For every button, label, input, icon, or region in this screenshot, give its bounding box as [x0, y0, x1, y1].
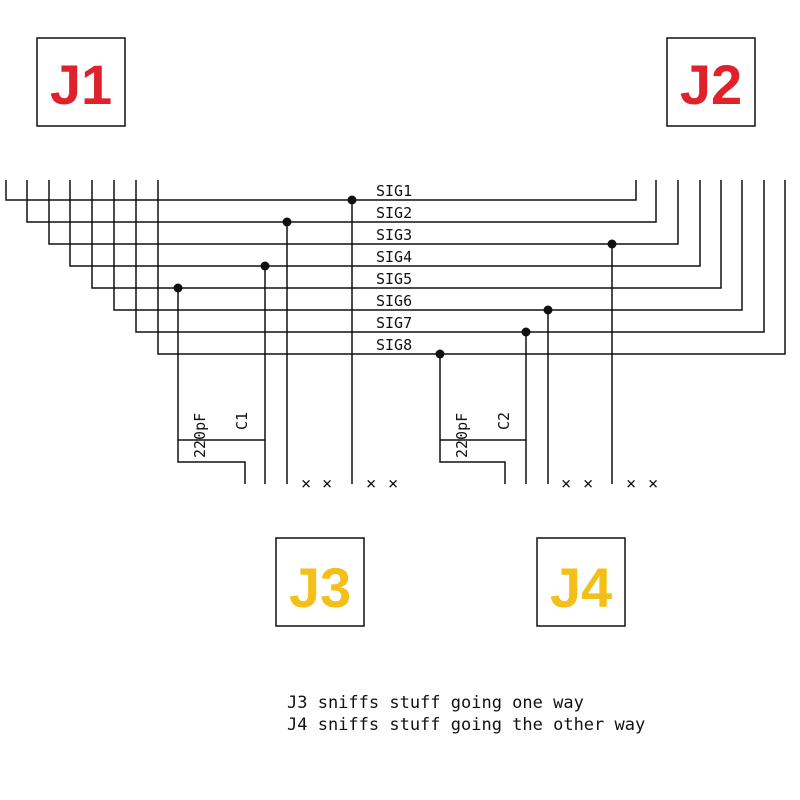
- j3-cap-ref-label: C1: [233, 412, 251, 430]
- junction-dot: [347, 195, 357, 205]
- wire-sig3: [48, 180, 679, 245]
- wire-sig5: [91, 180, 722, 289]
- no-connect-mark: ×: [648, 474, 658, 494]
- signal-label: SIG5: [376, 270, 412, 288]
- signal-label: SIG2: [376, 204, 412, 222]
- no-connect-mark: ×: [322, 474, 332, 494]
- no-connect-mark: ×: [388, 474, 398, 494]
- signal-label: SIG4: [376, 248, 412, 266]
- no-connect-mark: ×: [561, 474, 571, 494]
- signal-label: SIG1: [376, 182, 412, 200]
- junction-dot: [173, 283, 183, 293]
- connector-j1-label: J1: [50, 53, 112, 116]
- no-connect-mark: ×: [366, 474, 376, 494]
- wire-sig4: [69, 180, 701, 267]
- signal-bus: [5, 180, 786, 355]
- junction-dot: [260, 261, 270, 271]
- j4-tap-sig8: [439, 354, 506, 484]
- signal-label: SIG3: [376, 226, 412, 244]
- wire-sig8: [157, 180, 786, 355]
- wire-sig2: [26, 180, 657, 223]
- connector-j2-label: J2: [680, 53, 742, 116]
- j3-cap-value-label: 220pF: [191, 413, 209, 458]
- caption-line-1: J3 sniffs stuff going one way: [287, 693, 584, 713]
- j4-tap-network: 220pF C2 × × × ×: [435, 239, 658, 494]
- no-connect-mark: ×: [583, 474, 593, 494]
- no-connect-mark: ×: [301, 474, 311, 494]
- j4-cap-ref-label: C2: [495, 412, 513, 430]
- wire-sig1: [5, 180, 637, 201]
- j3-tap-sig5: [177, 288, 246, 484]
- connector-j2: J2: [666, 37, 756, 127]
- junction-dot: [282, 217, 292, 227]
- junction-dot: [543, 305, 553, 315]
- wire-sig7: [135, 180, 765, 333]
- connector-j3: J3: [275, 537, 365, 627]
- signal-labels: SIG1 SIG2 SIG3 SIG4 SIG5 SIG6 SIG7 SIG8: [376, 182, 412, 354]
- junction-dot: [521, 327, 531, 337]
- connector-j3-label: J3: [289, 556, 351, 619]
- connector-j4-label: J4: [550, 556, 612, 619]
- caption-line-2: J4 sniffs stuff going the other way: [287, 715, 645, 735]
- connector-j4: J4: [536, 537, 626, 627]
- junction-dot: [435, 349, 445, 359]
- caption: J3 sniffs stuff going one way J4 sniffs …: [287, 693, 645, 735]
- signal-label: SIG8: [376, 336, 412, 354]
- junction-dot: [607, 239, 617, 249]
- j4-cap-value-label: 220pF: [453, 413, 471, 458]
- signal-label: SIG6: [376, 292, 412, 310]
- j3-tap-network: 220pF C1 × × × ×: [173, 195, 398, 494]
- connector-j1: J1: [36, 37, 126, 127]
- signal-label: SIG7: [376, 314, 412, 332]
- wire-sig6: [113, 180, 743, 311]
- no-connect-mark: ×: [626, 474, 636, 494]
